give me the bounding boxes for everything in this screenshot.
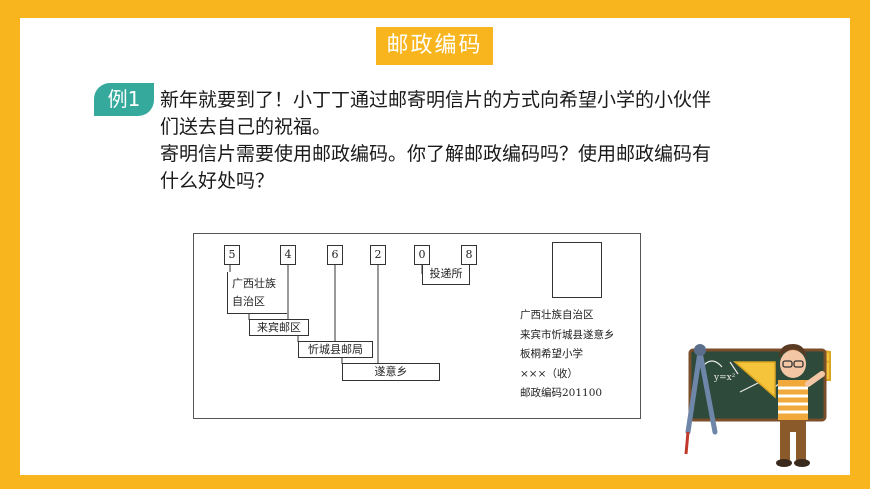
problem-line: 寄明信片需要使用邮政编码。你了解邮政编码吗？使用邮政编码有 [160, 143, 712, 165]
postcode-digit: 8 [461, 245, 477, 265]
postcard-diagram: 5 4 6 2 0 8 广西壮族 自治区 来宾邮区 忻城县邮局 遂意乡 投递所 … [193, 233, 641, 419]
problem-line: 什么好处吗？ [160, 170, 275, 192]
province-label-line: 自治区 [232, 295, 265, 308]
address-line: ×××（收） [520, 367, 578, 380]
postcode-digit: 5 [224, 245, 240, 265]
problem-text: 新年就要到了！小丁丁通过邮寄明信片的方式向希望小学的小伙伴 们送去自己的祝福。 … [160, 87, 820, 195]
postcode-digit: 2 [370, 245, 386, 265]
address-line: 板桐希望小学 [520, 348, 583, 360]
page-title: 邮政编码 [376, 27, 493, 65]
town-label: 遂意乡 [342, 363, 440, 381]
stamp-box [552, 242, 602, 298]
teacher-at-chalkboard-icon: y=x² [684, 344, 831, 467]
city-label: 来宾邮区 [249, 319, 309, 336]
recipient-address: 广西壮族自治区 来宾市忻城县遂意乡 板桐希望小学 ×××（收） 邮政编码2011… [520, 306, 638, 404]
svg-text:y=x²: y=x² [713, 373, 736, 383]
example-badge: 例1 [94, 83, 154, 116]
address-line: 邮政编码201100 [520, 387, 603, 399]
problem-line: 新年就要到了！小丁丁通过邮寄明信片的方式向希望小学的小伙伴 [160, 89, 712, 111]
post-office-label: 投递所 [422, 265, 470, 285]
address-line: 广西壮族自治区 [520, 309, 594, 321]
province-label-line: 广西壮族 [232, 277, 276, 290]
county-label: 忻城县邮局 [298, 341, 373, 358]
postcode-digit: 6 [327, 245, 343, 265]
postcode-digit: 4 [280, 245, 296, 265]
province-label: 广西壮族 自治区 [227, 272, 287, 314]
address-line: 来宾市忻城县遂意乡 [520, 328, 615, 341]
postcode-digit: 0 [414, 245, 430, 265]
problem-line: 们送去自己的祝福。 [160, 116, 332, 138]
